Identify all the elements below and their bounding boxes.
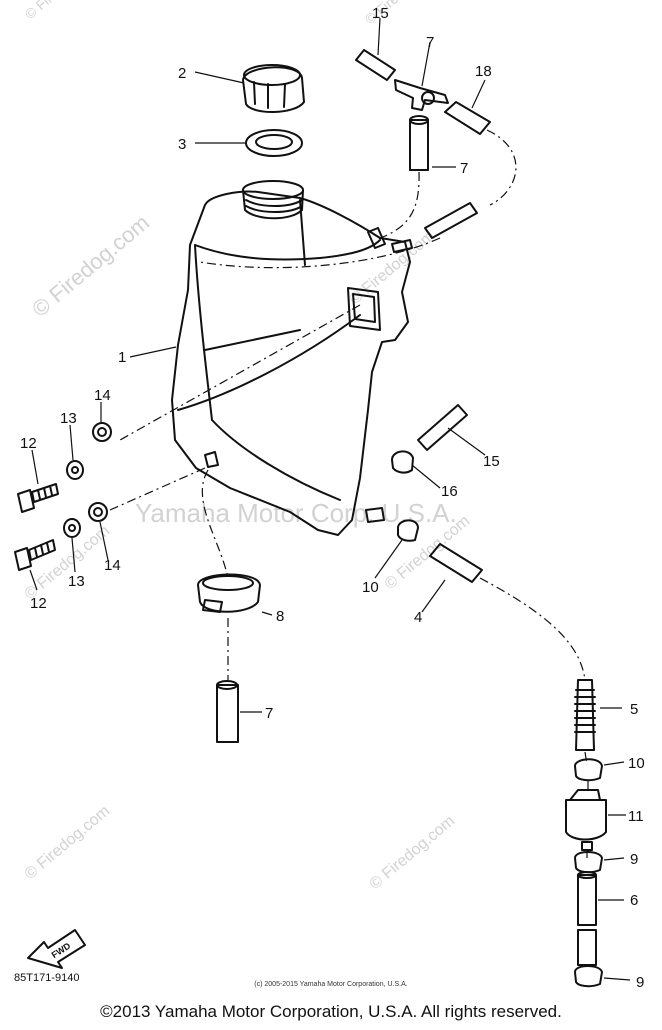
callout-6: 6 [630, 892, 638, 909]
hose-6 [577, 871, 597, 926]
callout-18: 18 [475, 63, 492, 80]
pipe-7-bottom [216, 680, 239, 743]
callout-10-lower: 10 [628, 755, 645, 772]
callout-16: 16 [441, 483, 458, 500]
callout-5: 5 [630, 701, 638, 718]
watermarks: Yamaha Motor Corp. U.S.A. © Firedog.com … [22, 0, 473, 893]
copyright-notice: ©2013 Yamaha Motor Corporation, U.S.A. A… [100, 1002, 562, 1021]
clamp-9-upper [574, 851, 603, 874]
bolt-12-bottom [14, 539, 56, 571]
washer-14-top [92, 422, 112, 442]
callout-9-upper: 9 [630, 851, 638, 868]
watermark-site: © Firedog.com [22, 802, 113, 883]
fwd-label: FWD [50, 940, 73, 960]
hose-18-lower [424, 202, 478, 239]
callout-11: 11 [628, 808, 644, 825]
tank [171, 180, 413, 536]
callout-12-bottom: 12 [30, 595, 47, 612]
hose-15-right [417, 404, 468, 451]
clamp-10-mid [397, 519, 419, 542]
callout-1: 1 [118, 349, 126, 366]
filler-cap [242, 64, 305, 113]
fitting-5 [574, 679, 596, 751]
hose-4 [429, 543, 483, 583]
routing-lines [109, 129, 589, 858]
hose-15-top [355, 49, 396, 81]
callout-13-top: 13 [60, 410, 77, 427]
part-number: 85T171-9140 [14, 972, 80, 984]
callout-8: 8 [276, 608, 284, 625]
copyright-small: (c) 2005-2015 Yamaha Motor Corporation, … [254, 981, 408, 988]
bolt-12-top [17, 483, 59, 513]
washer-14-bottom [88, 502, 108, 522]
clamp-10-lower [574, 758, 603, 782]
lockwasher-13-bottom [63, 518, 81, 538]
cap-gasket [245, 129, 303, 157]
clamp-8 [197, 573, 261, 613]
hose-6-end [577, 929, 597, 966]
callout-7-bottom: 7 [265, 705, 273, 722]
clamp-16 [391, 450, 414, 474]
callout-12-top: 12 [20, 435, 37, 452]
callout-14-bottom: 14 [104, 557, 121, 574]
watermark-site: © Firedog.com [27, 210, 154, 322]
t-joint-7 [394, 79, 449, 111]
callout-13-bottom: 13 [68, 573, 85, 590]
callout-15-right: 15 [483, 453, 500, 470]
hose-18 [444, 101, 491, 135]
filter-11 [565, 789, 607, 851]
callout-7-top: 7 [426, 34, 434, 51]
callout-2: 2 [178, 65, 186, 82]
callout-10-mid: 10 [362, 579, 379, 596]
watermark-site: © Firedog.com [22, 0, 103, 22]
callout-3: 3 [178, 136, 186, 153]
lockwasher-13-top [66, 460, 84, 480]
callout-14-top: 14 [94, 387, 111, 404]
watermark-center: Yamaha Motor Corp. U.S.A. [135, 498, 457, 528]
fwd-arrow-icon [27, 929, 86, 969]
clamp-9-lower [574, 965, 603, 988]
callout-7-mid: 7 [460, 160, 468, 177]
pipe-7-mid [409, 115, 429, 171]
watermark-site: © Firedog.com [367, 812, 458, 893]
callout-9-lower: 9 [636, 974, 644, 991]
callout-15-top: 15 [372, 5, 389, 22]
callout-4: 4 [414, 609, 422, 626]
leader-lines [29, 17, 631, 981]
